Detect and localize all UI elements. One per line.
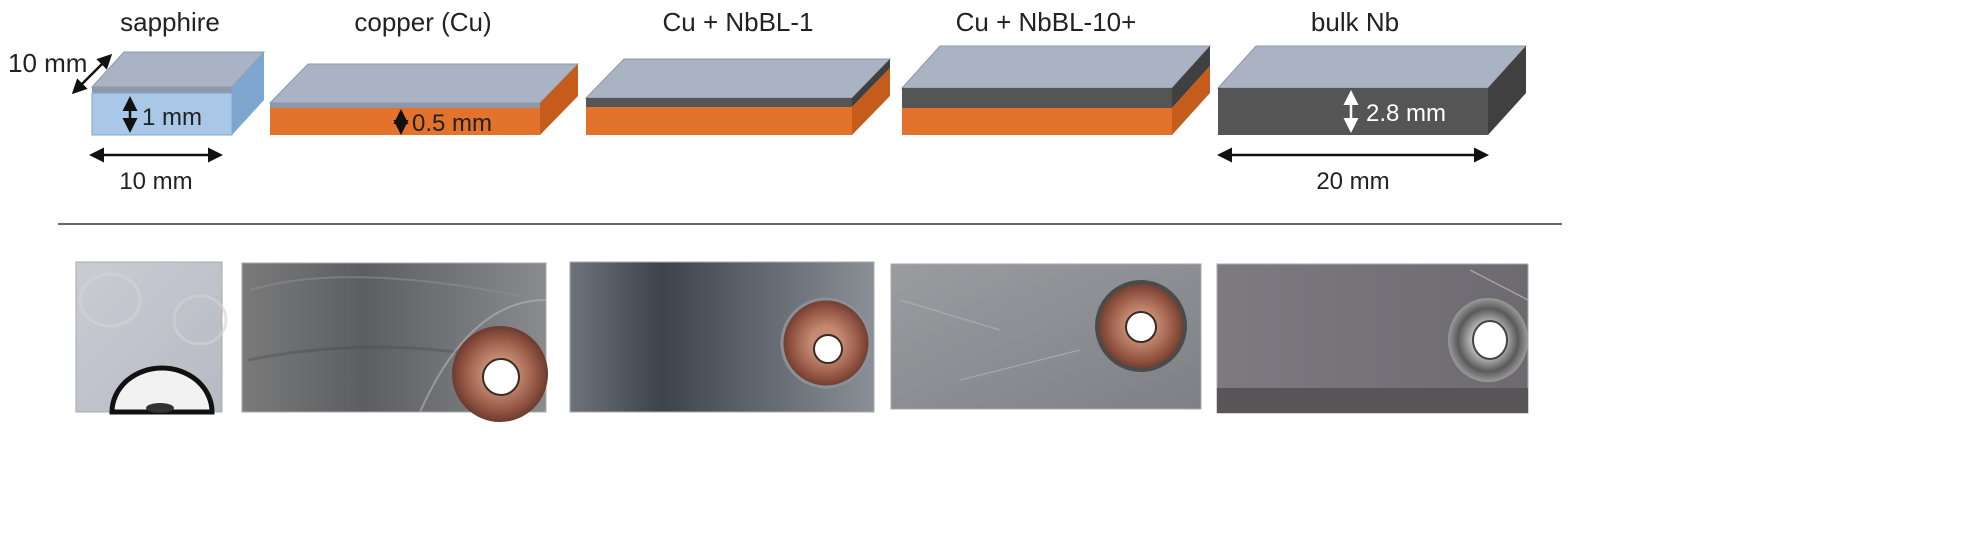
nbbl1-block — [584, 58, 892, 135]
nbbl10-side-cu — [1172, 66, 1210, 135]
nbbl1-side-nb — [852, 59, 890, 107]
sapphire-thickness-label: 1 mm — [142, 104, 202, 131]
copper-top-edge — [270, 103, 540, 108]
title-copper: copper (Cu) — [354, 7, 491, 37]
sapphire-side — [232, 52, 264, 135]
nbbl10-copper-front — [902, 108, 1172, 135]
photo-copper — [241, 262, 548, 422]
photo-nbbl1 — [569, 261, 875, 413]
sapphire-block — [90, 51, 266, 136]
sapphire-depth-arrow — [71, 53, 113, 95]
photo-sapphire — [75, 261, 228, 415]
copper-thickness-label: 0.5 mm — [412, 110, 492, 137]
copper-top-face — [268, 63, 580, 104]
bulknb-width-label: 20 mm — [1316, 168, 1389, 195]
photo-bulknb — [1216, 263, 1529, 414]
sapphire-top-edge — [92, 87, 232, 93]
nbbl1-nb-layer — [586, 98, 852, 107]
bulknb-front — [1218, 88, 1488, 135]
copper-front — [270, 108, 540, 135]
photo-nbbl10 — [890, 263, 1202, 410]
nbbl10-side-nb — [1172, 46, 1210, 108]
bulknb-side — [1488, 46, 1526, 135]
bulknb-thickness-label: 2.8 mm — [1366, 100, 1446, 127]
bulknb-top-face — [1216, 45, 1528, 89]
nbbl10-nb-layer — [902, 88, 1172, 108]
nbbl1-top-face — [584, 58, 892, 99]
sapphire-depth-label: 10 mm — [8, 48, 87, 78]
nbbl1-side-cu — [852, 68, 890, 135]
sapphire-front — [91, 92, 233, 136]
nbbl10-block — [900, 45, 1212, 135]
title-nbbl10: Cu + NbBL-10+ — [956, 7, 1137, 37]
copper-side — [540, 64, 578, 135]
sapphire-width-label: 10 mm — [119, 168, 192, 195]
title-bulknb: bulk Nb — [1311, 7, 1399, 37]
title-nbbl1: Cu + NbBL-1 — [662, 7, 813, 37]
nbbl10-top-face — [900, 45, 1212, 89]
nbbl1-copper-front — [586, 107, 852, 135]
title-sapphire: sapphire — [120, 7, 220, 37]
